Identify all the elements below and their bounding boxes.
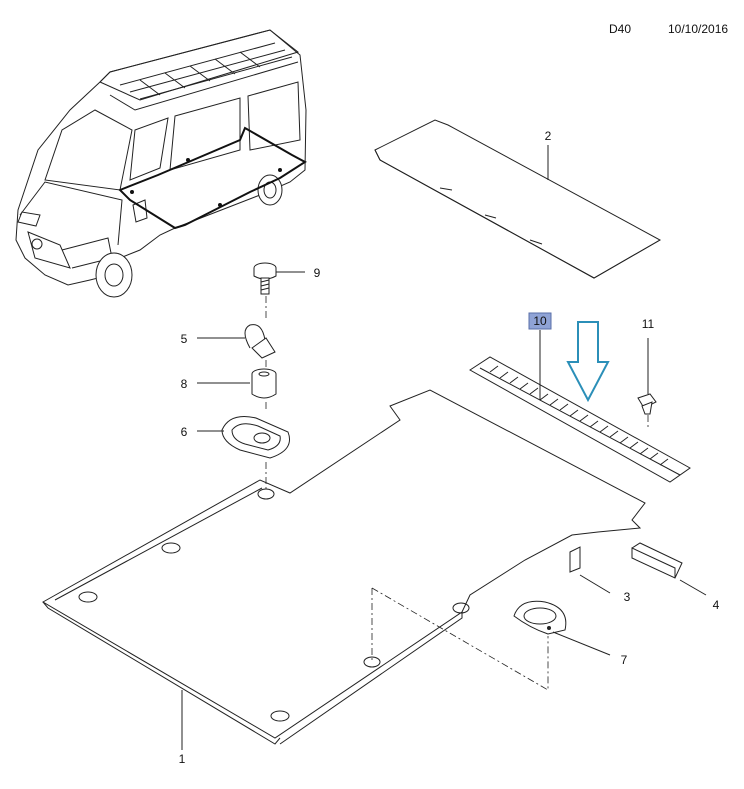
part-3-block	[569, 546, 611, 594]
callout-6: 6	[181, 425, 188, 439]
part-6-grommet	[197, 416, 290, 459]
down-arrow-icon	[566, 321, 610, 403]
callout-5: 5	[181, 332, 188, 346]
part-7-cup	[513, 600, 611, 656]
callout-10: 10	[533, 314, 547, 328]
diagram-date: 10/10/2016	[668, 22, 729, 36]
part-8-spacer	[197, 368, 277, 399]
callout-10-highlight	[528, 312, 552, 330]
part-9-screw	[253, 262, 305, 295]
part-4-pad	[631, 542, 707, 596]
diagram-code: D40	[609, 22, 632, 36]
callout-8: 8	[181, 377, 188, 391]
callout-3: 3	[624, 590, 631, 604]
callouts: 1 2 3 4 5 6 7 8 9 10 11	[179, 129, 720, 766]
part-10-rail	[469, 330, 691, 483]
van-illustration	[15, 29, 307, 298]
part-5-ring	[197, 324, 276, 359]
callout-4: 4	[713, 598, 720, 612]
callout-7: 7	[621, 653, 628, 667]
part-11-clip	[637, 338, 657, 415]
callout-11: 11	[642, 317, 655, 331]
callout-1: 1	[179, 752, 186, 766]
part-2-panel	[374, 119, 662, 279]
part-1-floor	[41, 389, 646, 750]
callout-2: 2	[545, 129, 552, 143]
callout-9: 9	[314, 266, 321, 280]
